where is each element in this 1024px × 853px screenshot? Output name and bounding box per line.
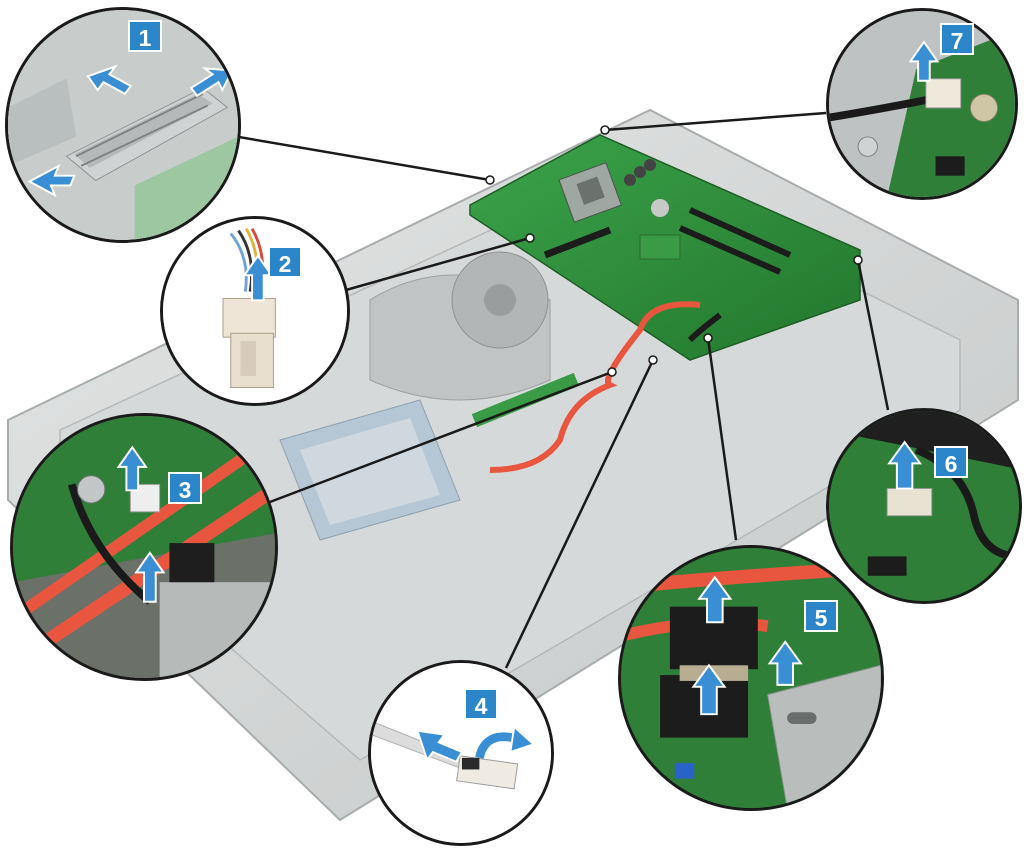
leader-lines (232, 111, 890, 669)
step-badge-1: 1 (128, 20, 162, 52)
sata-cable (489, 301, 701, 473)
callout-step-1 (5, 7, 241, 243)
step-badge-5: 5 (804, 600, 838, 632)
step-badge-6: 6 (934, 446, 968, 478)
system-fan (369, 251, 551, 401)
hard-drive (279, 399, 461, 541)
system-board (469, 134, 861, 361)
arrow-up-icon (887, 440, 923, 490)
callout-step-3 (10, 413, 278, 681)
step-badge-7: 7 (940, 23, 974, 55)
step-badge-2: 2 (268, 246, 302, 278)
arrow-up-icon (116, 445, 166, 603)
arrow-diagonal-icon (27, 64, 234, 198)
callout-step-7 (826, 8, 1018, 200)
callout-step-6 (826, 408, 1022, 604)
callout-step-2 (160, 216, 350, 406)
step-badge-3: 3 (168, 472, 202, 504)
step-badge-4: 4 (464, 688, 498, 720)
arrow-curved-icon (475, 724, 536, 760)
arrow-up-icon (691, 575, 803, 716)
callout-step-4 (368, 660, 554, 846)
arrow-diagonal-icon (416, 729, 464, 763)
arrow-up-icon (908, 40, 940, 82)
